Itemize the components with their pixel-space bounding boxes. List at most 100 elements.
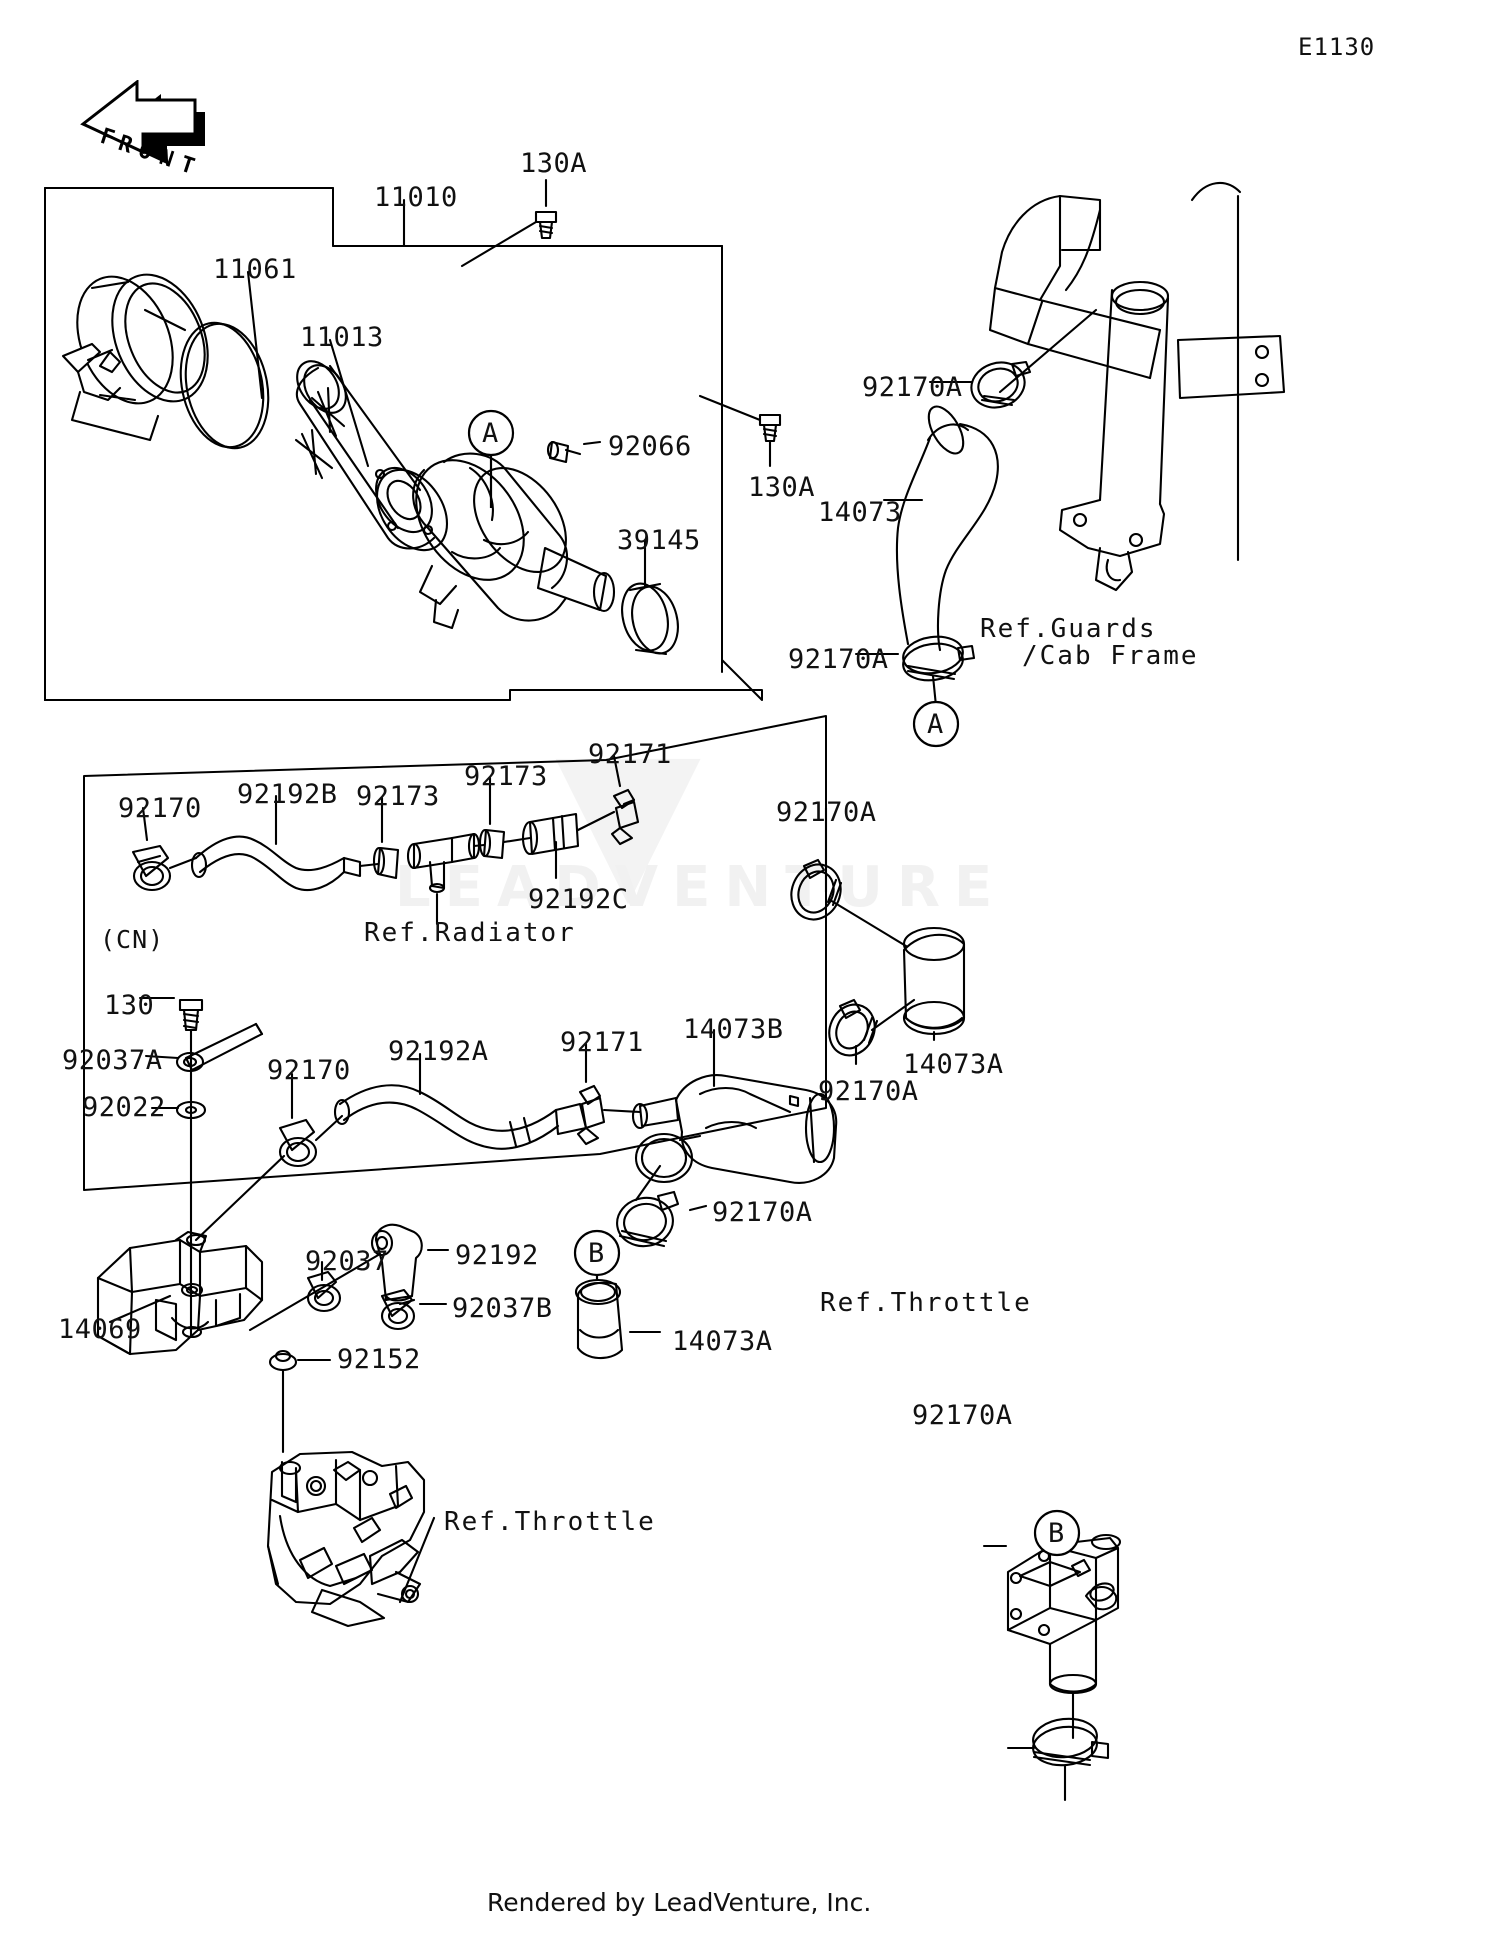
part-11010-body <box>412 440 616 630</box>
sheet-code: E1130 <box>1298 33 1376 61</box>
part-92170-clamp-cn <box>131 844 172 892</box>
part-92173-clamp-2 <box>478 828 506 860</box>
part-14073B-duct <box>631 1074 838 1184</box>
assembly-line-92192C <box>502 836 532 844</box>
part-11013-element <box>294 360 449 552</box>
label-cn-market: (CN) <box>100 925 165 954</box>
callout-92170A-6: 92170A <box>912 1400 1013 1431</box>
part-39145-ring <box>621 582 679 656</box>
callout-130A-2: 130A <box>748 472 816 503</box>
callout-92170A-3: 92170A <box>776 797 877 828</box>
callout-92192C: 92192C <box>528 884 629 915</box>
part-92170A-clamp-6 <box>1032 1717 1110 1767</box>
part-11061-oring <box>179 321 270 450</box>
part-92170A-clamp-5 <box>616 1190 680 1248</box>
bubble-B-1 <box>573 1229 621 1277</box>
callout-92170A-5: 92170A <box>712 1197 813 1228</box>
watermark-logo-mark: ▼ <box>555 705 702 926</box>
label-ref-throttle-right: Ref.Throttle <box>820 1288 1032 1318</box>
callout-14073: 14073 <box>818 497 902 528</box>
part-collar-14069 <box>180 1282 204 1298</box>
callout-92170: 92170 <box>118 793 202 824</box>
label-ref-radiator: Ref.Radiator <box>364 918 576 948</box>
leader-92170-cn <box>141 806 149 842</box>
bubble-A-1-label: A <box>482 418 499 449</box>
leader-refthrottle-left2 <box>398 1516 436 1604</box>
part-130-bolt <box>178 998 204 1032</box>
callout-92192B: 92192B <box>237 779 338 810</box>
leader-11061 <box>246 270 264 400</box>
part-92022-washer <box>175 1100 207 1120</box>
assembly-line-92171-1 <box>576 810 616 832</box>
group-box-11010-outline <box>44 187 723 701</box>
callout-92037A: 92037A <box>62 1045 163 1076</box>
assembly-line-clamp4 <box>870 998 916 1032</box>
part-92037A-bracket <box>175 1022 264 1073</box>
label-ref-cab-frame: /Cab Frame <box>1022 641 1199 671</box>
callout-14073A-1: 14073A <box>903 1049 1004 1080</box>
bubble-B-1-label: B <box>588 1238 605 1269</box>
assembly-line-92173-1 <box>358 862 380 868</box>
part-92192A-hose <box>333 1084 588 1150</box>
part-92170-clamp-2 <box>278 1118 318 1168</box>
assembly-line-clamp5 <box>634 1164 662 1202</box>
leader-92170A-5 <box>688 1204 708 1212</box>
callout-14073A-2: 14073A <box>672 1326 773 1357</box>
callout-92171-2: 92171 <box>560 1027 644 1058</box>
assembly-line-92171-2 <box>602 1108 642 1114</box>
label-ref-guards: Ref.Guards <box>980 614 1157 644</box>
callout-92170-2: 92170 <box>267 1055 351 1086</box>
part-92173-clamp-1 <box>372 846 400 880</box>
callout-92173-1: 92173 <box>356 781 440 812</box>
callout-92037: 92037 <box>305 1246 389 1277</box>
assembly-line-92170-2 <box>314 1114 344 1142</box>
assembly-line-130A-2 <box>698 394 762 422</box>
callout-92022: 92022 <box>82 1092 166 1123</box>
leader-92066 <box>582 440 602 446</box>
part-130A-bolt-2 <box>758 413 782 443</box>
watermark-text: LEADVENTURE <box>395 855 1007 920</box>
part-92192C-hose <box>521 812 580 856</box>
bubble-A-2 <box>912 700 960 748</box>
callout-14073B: 14073B <box>683 1014 784 1045</box>
callout-11061: 11061 <box>213 254 297 285</box>
bubble-B-2 <box>1033 1509 1081 1557</box>
assembly-line-clamp3 <box>828 898 908 948</box>
callout-92171-1: 92171 <box>588 739 672 770</box>
callout-130A: 130A <box>520 148 588 179</box>
bubble-A-2-label: A <box>927 709 944 740</box>
callout-92173-2: 92173 <box>464 761 548 792</box>
part-14069-body <box>96 1230 264 1356</box>
part-14073-duct <box>895 405 999 652</box>
assembly-line-92173-2 <box>472 843 486 848</box>
callout-92170A-2: 92170A <box>788 644 889 675</box>
callout-92066: 92066 <box>608 431 692 462</box>
assembly-line-130A-1 <box>460 220 538 268</box>
part-14073A-duct-2 <box>574 1278 624 1360</box>
ref-throttle-body-left <box>266 1450 426 1628</box>
callout-92170A-4: 92170A <box>818 1076 919 1107</box>
ref-cab-frame <box>988 181 1286 592</box>
leader-92171-1 <box>612 754 622 788</box>
callout-92037B: 92037B <box>452 1293 553 1324</box>
assembly-line-92037 <box>248 1252 382 1332</box>
part-92037B-clamp <box>380 1288 416 1331</box>
ref-radiator-fitting <box>406 832 481 894</box>
callout-130: 130 <box>104 990 155 1021</box>
assembly-line-clamp1-to-port <box>998 308 1098 394</box>
callout-92170A-1: 92170A <box>862 372 963 403</box>
part-92170A-clamp-2 <box>902 635 976 682</box>
part-11010-housing <box>61 273 209 442</box>
callout-11013: 11013 <box>300 322 384 353</box>
label-ref-throttle-bottom: Ref.Throttle <box>444 1507 656 1537</box>
bubble-B-2-label: B <box>1048 1518 1065 1549</box>
front-direction-arrow: F R O N T <box>55 78 213 180</box>
ref-throttle-body-right <box>1006 1533 1122 1695</box>
leader-92037A <box>144 1054 180 1060</box>
callout-92152: 92152 <box>337 1344 421 1375</box>
part-92170A-clamp-3 <box>790 858 843 921</box>
callout-92192A: 92192A <box>388 1036 489 1067</box>
